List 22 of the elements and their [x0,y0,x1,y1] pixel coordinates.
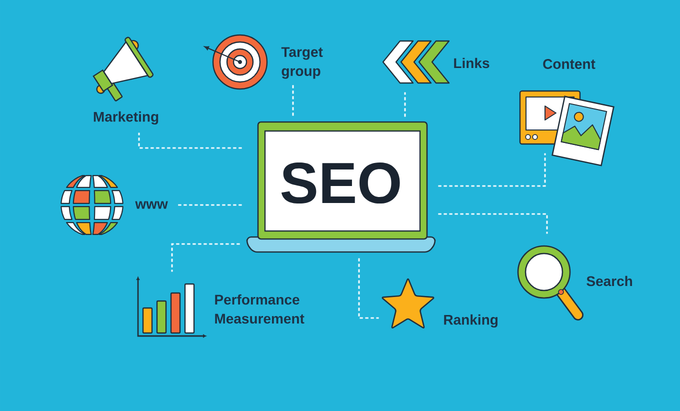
label: www [135,201,168,209]
label: Performance Measurement [215,294,304,324]
label: Target group [281,47,323,79]
label: Search [586,276,632,286]
chevrons-icon [382,40,450,84]
dashed-line [176,204,242,206]
dashed-line [438,213,548,234]
magnifier-icon [517,245,584,320]
dashed-line [292,85,294,116]
media-icon [519,90,614,166]
label: Marketing [94,111,158,125]
star-icon [382,278,434,328]
dashed-line [138,132,242,149]
label: Ranking [444,314,498,328]
dashed-line [438,153,546,187]
label: Content [543,59,596,69]
label: Links [454,58,490,68]
laptop: SEO [246,121,436,253]
bar-chart-icon [136,276,206,338]
dashed-line [171,243,240,272]
dashed-line [358,258,379,319]
dashed-line [404,92,406,117]
